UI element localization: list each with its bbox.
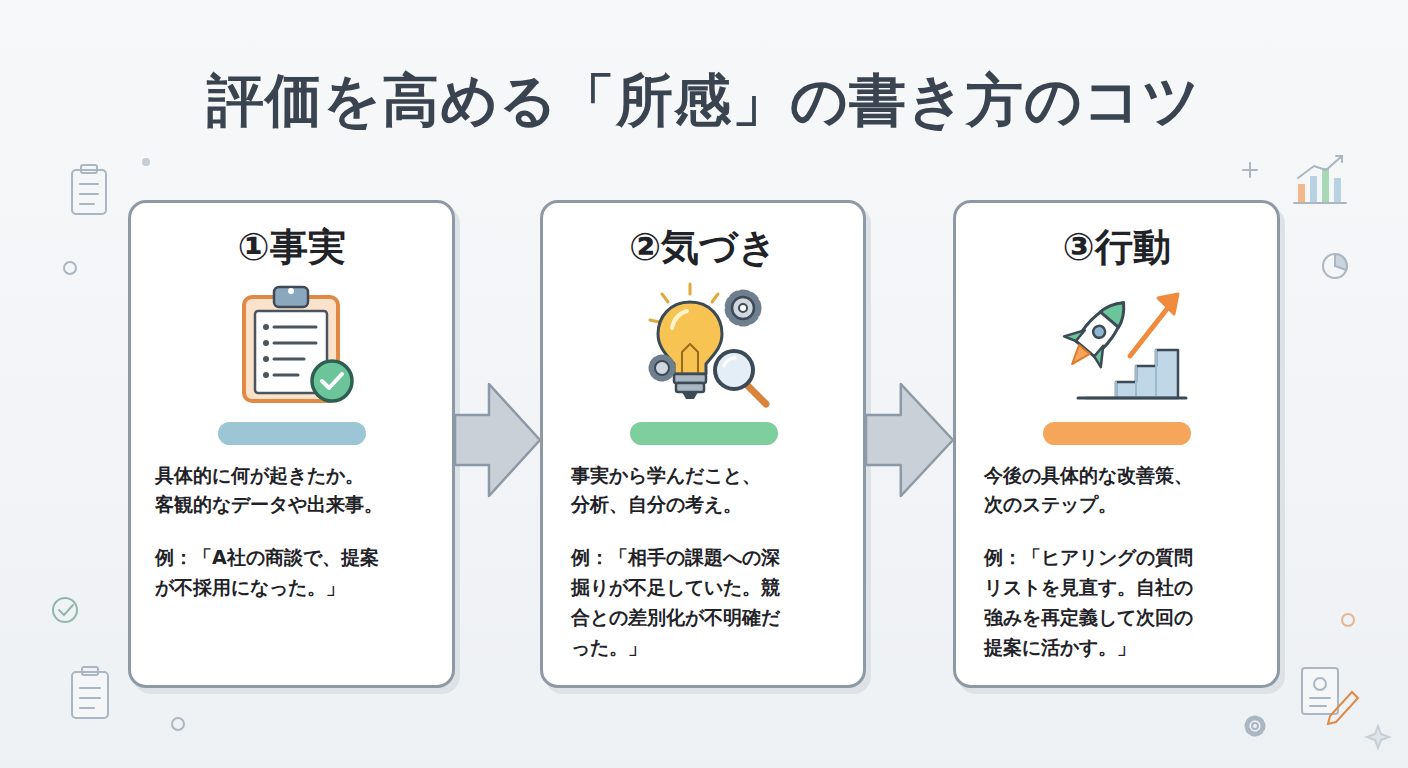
flow-arrow [455,384,540,496]
corner-doodles-part [80,697,100,699]
step-heading: ②気づき [543,223,863,271]
corner-doodles-part [1298,156,1342,178]
corner-doodles-part [1249,163,1251,177]
corner-doodles-part [172,718,184,730]
step-description: 今後の具体的な改善策、 次のステップ。 [984,461,1224,519]
corner-doodles-part [1335,254,1347,270]
corner-doodles-part [1252,723,1258,729]
corner-doodles-part [53,598,77,622]
corner-doodles-part [1328,692,1358,724]
corner-doodles-part [142,158,150,166]
step-card: ③行動今後の具体的な改善策、 次のステップ。例：「ヒアリングの質問 リストを見直… [953,200,1280,688]
corner-doodles-part [1294,202,1346,204]
corner-doodles-part [1334,178,1341,202]
corner-doodles-part [1310,697,1330,699]
step-heading: ③行動 [956,223,1277,271]
corner-doodles-part [82,667,98,675]
corner-doodles-part [72,170,106,214]
corner-doodles [53,156,1389,748]
corner-doodles-part [80,203,94,205]
corner-doodles-part [1322,168,1329,202]
corner-doodles-part [1298,184,1305,202]
corner-doodles-part [1247,718,1263,734]
corner-doodles-part [1302,668,1338,714]
corner-doodles-part [80,707,94,709]
corner-doodles-part [1314,678,1326,690]
corner-doodles-part [80,193,98,195]
step-description: 事実から学んだこと、 分析、自分の考え。 [571,461,811,519]
corner-doodles-part [80,183,98,185]
step-description: 具体的に何が起きたか。 客観的なデータや出来事。 [155,461,395,519]
step-example: 例：「ヒアリングの質問 リストを見直す。自社の 強みを再定義して次回の 提案に活… [984,542,1208,662]
corner-doodles-part [1310,705,1326,707]
corner-doodles-part [1310,176,1317,202]
step-example: 例：「相手の課題への深 掘りが不足していた。競 合との差別化が不明確だ った。」 [571,542,795,662]
corner-doodles-part [72,672,108,718]
corner-doodles-part [64,262,76,274]
corner-doodles-part [80,687,100,689]
step-card: ①事実具体的に何が起きたか。 客観的なデータや出来事。例：「A社の商談で、提案 … [128,200,455,688]
corner-doodles-part [1243,169,1257,171]
diagram-title: 評価を高める「所感」の書き方のコツ [0,62,1408,138]
corner-doodles-part [1367,726,1389,748]
step-example: 例：「A社の商談で、提案 が不採用になった。」 [155,542,379,602]
corner-doodles-part [59,605,73,615]
corner-doodles-part [81,165,97,173]
corner-doodles-part [1342,614,1354,626]
corner-doodles-part [1323,254,1347,278]
step-card: ②気づき事実から学んだこと、 分析、自分の考え。例：「相手の課題への深 掘りが不… [540,200,866,688]
step-heading: ①事実 [131,223,452,271]
corner-doodles-part [1336,156,1342,162]
flow-arrow [866,384,953,496]
